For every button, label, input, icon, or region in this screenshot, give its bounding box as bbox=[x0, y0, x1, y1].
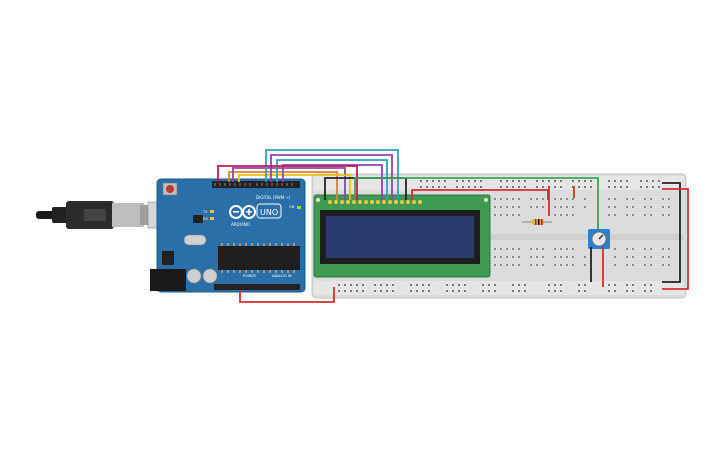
wire-pink[interactable] bbox=[217, 165, 358, 200]
potentiometer-icon[interactable] bbox=[588, 229, 610, 249]
wire-purple-1[interactable] bbox=[232, 167, 346, 200]
arduino-uno-board[interactable]: DIGITAL (PWM ~) TX RX ARDUINO UNO ON bbox=[150, 178, 306, 293]
wire-yellow[interactable] bbox=[238, 174, 351, 200]
lcd-screen bbox=[326, 216, 474, 258]
wire-teal-2[interactable] bbox=[276, 159, 388, 200]
wire-purple-3[interactable] bbox=[282, 164, 383, 200]
wire-black-rail[interactable] bbox=[662, 182, 681, 283]
usb-cable-icon[interactable] bbox=[36, 201, 171, 229]
digital-label: DIGITAL (PWM ~) bbox=[256, 195, 291, 200]
arduino-logo bbox=[229, 205, 256, 219]
resistor-icon[interactable] bbox=[522, 219, 552, 225]
wire-red-lcd[interactable] bbox=[411, 189, 549, 200]
analog-label: ANALOG IN bbox=[272, 274, 292, 278]
wire-green-pot[interactable] bbox=[354, 177, 599, 229]
model-text: UNO bbox=[260, 208, 278, 217]
logo-text: ARDUINO bbox=[231, 222, 250, 227]
lcd-module[interactable] bbox=[313, 194, 491, 278]
wire-red-rail-right[interactable] bbox=[662, 188, 689, 290]
tx-label: TX bbox=[202, 210, 208, 214]
rx-label: RX bbox=[203, 217, 208, 221]
wire-red-power[interactable] bbox=[239, 287, 335, 303]
wires[interactable] bbox=[217, 149, 599, 229]
power-label: POWER bbox=[243, 274, 257, 278]
reset-button-icon[interactable] bbox=[162, 182, 178, 196]
on-label: ON bbox=[289, 205, 295, 209]
